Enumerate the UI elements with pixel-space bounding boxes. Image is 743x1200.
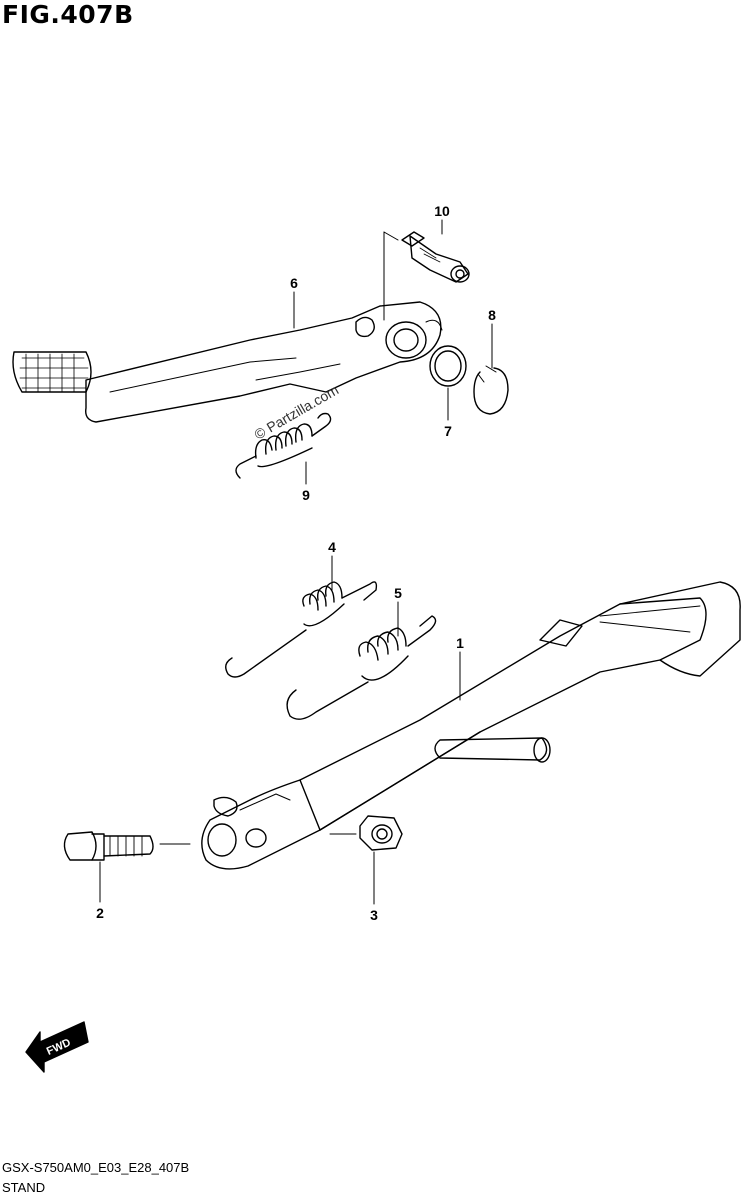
callout-8: 8 [488, 307, 496, 323]
part-8-circlip[interactable] [473, 365, 509, 415]
part-5-spring[interactable] [286, 615, 437, 720]
part-4-spring[interactable] [225, 581, 378, 678]
callout-2: 2 [96, 905, 104, 921]
callout-labels: 10 6 8 7 9 4 5 1 2 3 [96, 203, 496, 923]
callout-6: 6 [290, 275, 298, 291]
callout-7: 7 [444, 423, 452, 439]
part-9-return-spring[interactable] [235, 412, 332, 479]
model-code: GSX-S750AM0_E03_E28_407B [2, 1160, 190, 1175]
section-name: STAND [2, 1180, 46, 1195]
part-6-gearshift-lever[interactable] [12, 231, 443, 423]
callout-9: 9 [302, 487, 310, 503]
part-7-washer[interactable] [429, 345, 467, 387]
figure-title: FIG.407B [2, 0, 134, 29]
part-10-pivot-bolt[interactable] [401, 231, 470, 283]
fwd-arrow-icon [25, 1021, 89, 1073]
callout-5: 5 [394, 585, 402, 601]
leader-lines [99, 219, 493, 905]
callout-4: 4 [328, 539, 336, 555]
callout-3: 3 [370, 907, 378, 923]
callout-10: 10 [434, 203, 450, 219]
part-3-nut[interactable] [329, 815, 403, 851]
callout-1: 1 [456, 635, 464, 651]
part-2-stand-bolt[interactable] [63, 831, 191, 861]
part-1-side-stand[interactable] [201, 581, 741, 870]
